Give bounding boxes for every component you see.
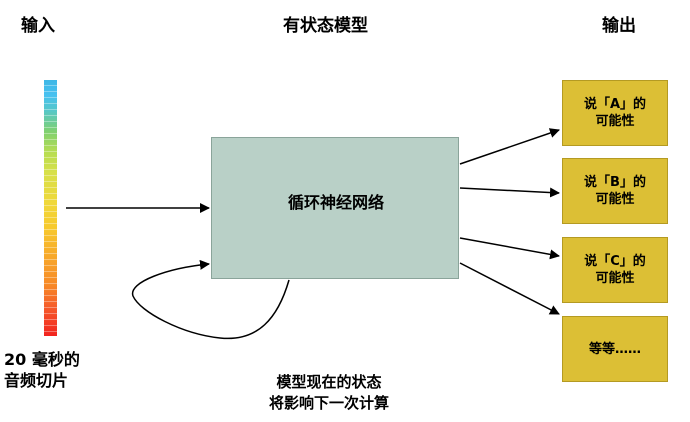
output-c-line2: 可能性 (595, 271, 635, 286)
output-box-a: 说「A」的 可能性 (562, 80, 668, 146)
audio-spectrogram-strip (44, 80, 57, 336)
model-header: 有状态模型 (283, 16, 368, 36)
audio-slice-caption: 20 毫秒的 音频切片 (4, 349, 80, 391)
output-a-line1: 说「A」的 (583, 97, 647, 112)
output-etc-line1: 等等…… (588, 341, 641, 357)
input-header: 输入 (21, 16, 55, 36)
feedback-loop-arrow (132, 259, 290, 340)
output-b-line2: 可能性 (595, 192, 635, 207)
rnn-box: 循环神经网络 (211, 137, 459, 279)
output-header: 输出 (602, 16, 636, 36)
output-arrow-b (459, 187, 560, 198)
output-arrow-etc (459, 262, 560, 315)
audio-slice-caption-line1: 20 毫秒的 (4, 350, 80, 369)
output-b-line1: 说「B」的 (584, 175, 646, 190)
audio-slice-caption-line2: 音频切片 (4, 371, 69, 390)
rnn-label: 循环神经网络 (287, 193, 384, 212)
output-arrow-c (459, 237, 560, 260)
state-caption-line2: 将影响下一次计算 (269, 394, 390, 412)
output-box-etc: 等等…… (562, 316, 668, 382)
output-box-b: 说「B」的 可能性 (562, 158, 668, 224)
audio-strip-texture (44, 80, 57, 336)
output-arrow-a (459, 128, 560, 165)
output-box-c: 说「C」的 可能性 (562, 237, 668, 303)
state-caption: 模型现在的状态 将影响下一次计算 (269, 372, 389, 414)
output-a-line2: 可能性 (595, 114, 635, 129)
state-caption-line1: 模型现在的状态 (276, 373, 382, 391)
output-c-line1: 说「C」的 (584, 254, 646, 269)
